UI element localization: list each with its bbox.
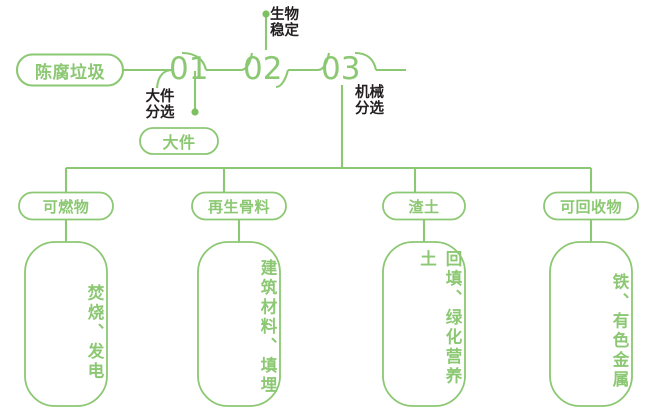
stage-annotation-02: 生物 稳定 <box>270 7 299 40</box>
stage-number-03[interactable]: 03 <box>321 51 361 87</box>
result-box-text-1: 焚烧、发电 <box>85 284 104 382</box>
source-pill-label[interactable]: 陈腐垃圾 <box>35 62 105 83</box>
output-pill-label-1[interactable]: 可燃物 <box>42 197 90 216</box>
output-pill-label-2[interactable]: 再生骨料 <box>207 197 270 216</box>
output-pill-label-4[interactable]: 可回收物 <box>559 197 622 216</box>
stage-number-02[interactable]: 02 <box>243 51 283 87</box>
dot-bio-label <box>262 10 270 18</box>
dot-bulky-output <box>191 108 199 116</box>
stage-annotation-03: 机械 分选 <box>355 85 384 118</box>
result-box-text-3: 回填、绿化营养土 <box>417 250 462 387</box>
result-box-text-4: 铁、有色金属 <box>610 272 629 390</box>
output-pill-label-3[interactable]: 渣土 <box>408 197 440 216</box>
stage-annotation-01: 大件 分选 <box>145 89 175 122</box>
stage-number-01[interactable]: 01 <box>169 51 209 87</box>
side-output-pill-label[interactable]: 大件 <box>162 133 196 152</box>
result-box-text-2: 建筑材料、填埋 <box>258 258 277 396</box>
